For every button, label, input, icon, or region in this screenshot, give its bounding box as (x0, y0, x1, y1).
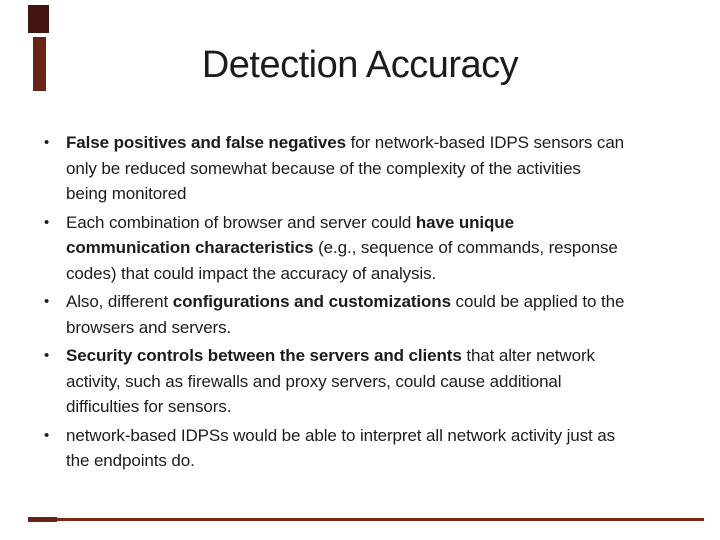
bullet-marker: • (44, 426, 50, 444)
bullet-line: only be reduced somewhat because of the … (66, 156, 704, 182)
bullet-marker: • (44, 347, 50, 364)
bullet-line: difficulties for sensors. (66, 394, 704, 420)
bullet-item: • network-based IDPSs would be able to in… (44, 423, 704, 474)
bullet-item: • Each combination of browser and server … (44, 210, 704, 287)
bullet-marker: • (44, 213, 50, 231)
bullet-text-run: network-based IDPSs would be able to int… (66, 425, 616, 445)
bullet-line: the endpoints do. (66, 448, 704, 474)
bullet-lines: Security controls between the servers an… (66, 343, 704, 420)
bullet-text-run: the endpoints do. (66, 451, 195, 470)
bullet-item: • Security controls between the servers a… (44, 343, 704, 420)
bullet-text-run: activity, such as firewalls and proxy se… (66, 371, 562, 391)
bullet-text-run: only be reduced somewhat because of the … (66, 158, 581, 178)
bullet-text-run: have unique (415, 212, 514, 232)
bullet-line: Security controls between the servers an… (66, 343, 704, 369)
bullet-item: • False positives and false negatives for… (44, 130, 704, 207)
bullet-text-run: for network-based IDPS sensors can (345, 133, 625, 152)
bullet-line: codes) that could impact the accuracy of… (66, 261, 704, 287)
corner-block-small (33, 37, 46, 91)
bullet-marker: • (44, 134, 50, 151)
bullet-lines: False positives and false negatives for … (66, 130, 704, 207)
bullet-line: being monitored (66, 181, 704, 207)
bullet-line: browsers and servers. (66, 315, 704, 341)
bullet-text-run: that alter network (461, 346, 595, 365)
bullet-text-run: Security controls between the servers an… (66, 346, 462, 365)
bullet-text-run: browsers and servers. (66, 317, 232, 337)
bullet-lines: Also, different configurations and custo… (66, 289, 704, 340)
bullet-item: • Also, different configurations and cust… (44, 289, 704, 340)
bullet-text-run: could be applied to the (450, 292, 625, 311)
bullet-text-run: being monitored (66, 184, 187, 203)
bullet-text-run: difficulties for sensors. (66, 397, 232, 416)
bullet-line: activity, such as firewalls and proxy se… (66, 369, 704, 395)
bullet-text-run: (e.g., sequence of commands, response (313, 238, 618, 257)
bullet-text-run: codes) that could impact the accuracy of… (66, 263, 437, 283)
bullet-line: network-based IDPSs would be able to int… (66, 423, 704, 449)
bullet-line: Also, different configurations and custo… (66, 289, 704, 315)
slide-title: Detection Accuracy (201, 44, 519, 86)
bullet-text-run: Also, different (66, 292, 173, 311)
bottom-rule (57, 518, 704, 521)
bullet-text-run: communication characteristics (66, 238, 314, 257)
bullet-text-run: configurations and customizations (172, 292, 451, 311)
bullet-list: • False positives and false negatives for… (44, 130, 704, 477)
bottom-rule-cap (28, 517, 57, 522)
bullet-text-run: False positives and false negatives (66, 133, 346, 152)
bullet-lines: network-based IDPSs would be able to int… (66, 423, 704, 474)
bullet-text-run: Each combination of browser and server c… (66, 212, 416, 232)
bullet-line: Each combination of browser and server c… (66, 210, 704, 236)
bullet-lines: Each combination of browser and server c… (66, 210, 704, 287)
bullet-marker: • (44, 293, 50, 310)
corner-block-large (28, 5, 49, 33)
bullet-line: communication characteristics (e.g., seq… (66, 235, 704, 261)
bullet-line: False positives and false negatives for … (66, 130, 704, 156)
